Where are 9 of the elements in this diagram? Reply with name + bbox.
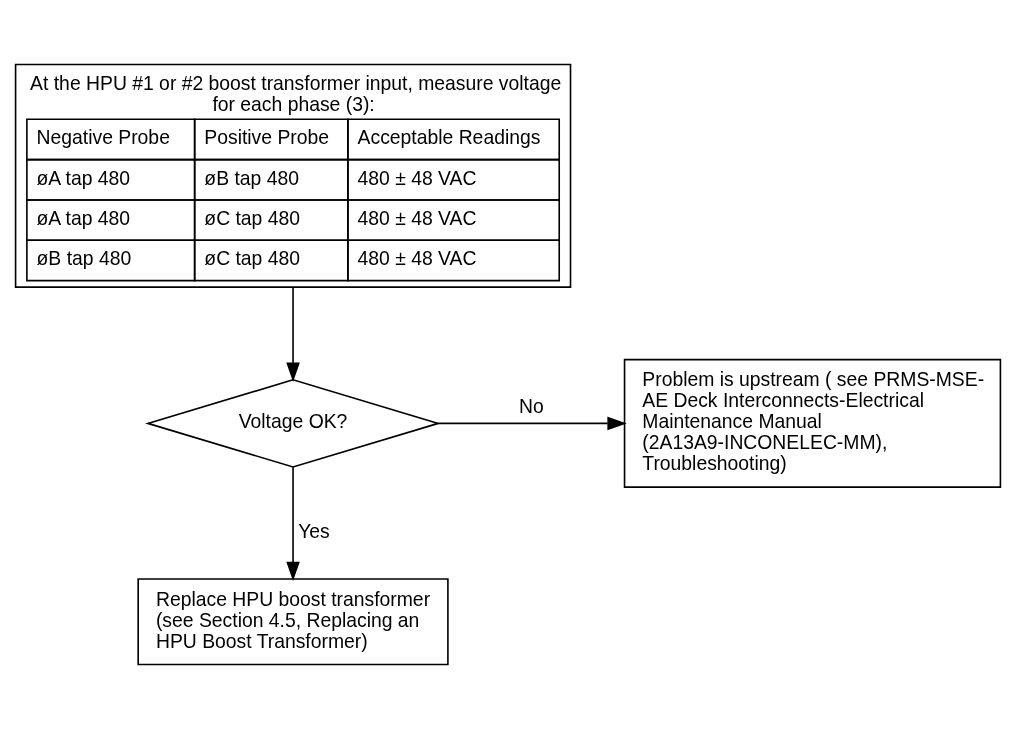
node-box: At the HPU #1 or #2 boost transformer input, measure voltage for each phase (3): Negative Probe Positive Probe Acceptable Readings øA tap 480 øB tap 480 480 ± 48 VAC øA tap 480 øC tap 480 480 ± 48 VAC øB tap 480 øC tap 480 480 ± 48 VAC [14,63,571,288]
node-box: Problem is upstream ( see PRMS-MSE-AE Deck Interconnects-Electrical Maintenance Manual (2A13A9-INCONELEC-MM), Troubleshooting) [623,358,1001,488]
node-box: Replace HPU boost transformer (see Section 4.5, Replacing an HPU Boost Transformer) [136,578,449,666]
arrow [285,466,300,581]
arrow [285,286,300,382]
node-diamond: Voltage OK? [144,379,441,468]
edge-label: Yes [297,520,330,543]
arrow [437,416,627,431]
edge-label: No [518,395,544,418]
